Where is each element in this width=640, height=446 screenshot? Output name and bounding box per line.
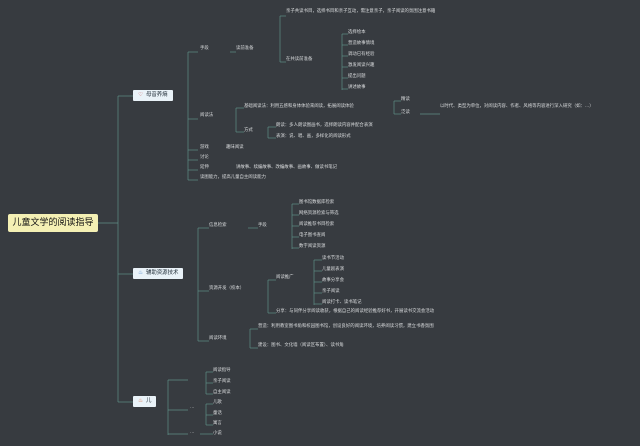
b1-g1-label[interactable]: 读前准备 — [236, 46, 254, 51]
b2-g1-item-3[interactable]: 电子图书查阅 — [299, 233, 326, 238]
b3-c3-label[interactable]: … — [190, 430, 195, 435]
b1-c6[interactable]: 读图能力，提高儿童自主阅读能力 — [200, 175, 266, 180]
b1-c5-note[interactable]: 讲故事、续编故事、改编故事、画故事、做读书笔记 — [236, 165, 337, 170]
b1-c2-fandu[interactable]: 泛读 — [401, 110, 410, 115]
b2-c2-item-1[interactable]: 儿童剧表演 — [322, 267, 344, 272]
b1-list-item-3[interactable]: 激发阅读兴趣 — [348, 63, 375, 68]
branch-2[interactable]: ♨辅助资源技术 — [133, 268, 184, 279]
b1-c2-fangshi-item-0[interactable]: 朗读：多人朗读图画书，选择朗读内容并配合表演 — [276, 123, 373, 128]
branch-2-label: 辅助资源技术 — [146, 270, 179, 276]
b2-g1-label[interactable]: 手段 — [258, 223, 267, 228]
b1-c4-label[interactable]: 讨论 — [200, 155, 209, 160]
b2-c3-text-1[interactable]: 营造：利用教室图书角和校园图书馆，创设良好的阅读环境，培养阅读习惯，建立书香氛围 — [258, 324, 434, 329]
b2-c3-label[interactable]: 阅读环境 — [209, 336, 227, 341]
b3-c1-item-2[interactable]: 自主阅读 — [213, 390, 231, 395]
b2-g1-item-4[interactable]: 数字阅读资源 — [299, 244, 326, 249]
b2-g1-item-1[interactable]: 网络资源检索与筛选 — [299, 211, 339, 216]
b1-c5-label[interactable]: 延伸 — [200, 165, 209, 170]
b3-c2-item-0[interactable]: 儿歌 — [213, 400, 222, 405]
b1-list-item-0[interactable]: 选择绘本 — [348, 30, 366, 35]
b1-list-item-1[interactable]: 营造故事情境 — [348, 41, 375, 46]
b3-c3-item-0[interactable]: 小说 — [213, 431, 222, 436]
b1-c2-fandu-note[interactable]: 以时代、类型为单位，对阅读内容、作者、风格等内容进行深入研究（如：…） — [440, 104, 594, 109]
b1-c1-label[interactable]: 手段 — [200, 46, 209, 51]
branch-1-label: 母音养熵 — [146, 92, 168, 98]
b3-c1-item-0[interactable]: 阅读指导 — [213, 368, 231, 373]
root-topic[interactable]: 儿童文学的阅读指导 — [8, 214, 98, 232]
fire-icon: ♨ — [138, 270, 143, 276]
b1-list-label[interactable]: 在共读前准备 — [286, 57, 313, 62]
b1-c3-note[interactable]: 趣味阅读 — [226, 145, 244, 150]
b2-c2-item-2[interactable]: 故事分享会 — [322, 278, 344, 283]
b1-c2-label[interactable]: 阅读法 — [200, 113, 214, 118]
b3-c2-label[interactable]: … — [190, 405, 195, 410]
b2-g1-item-0[interactable]: 图书馆数据库检索 — [299, 200, 335, 205]
b1-c3-label[interactable]: 游戏 — [200, 145, 209, 150]
b1-c2-jingdu[interactable]: 精读 — [401, 97, 410, 102]
heart-icon: ♡ — [138, 92, 143, 98]
b1-c2-fangshi-item-1[interactable]: 表演：说、唱、画，多样化的阅读形式 — [276, 134, 351, 139]
b2-c2-item-3[interactable]: 亲子阅读 — [322, 289, 340, 294]
b3-c1-item-1[interactable]: 亲子阅读 — [213, 379, 231, 384]
branch-3-label: 儿 — [146, 398, 152, 404]
b1-list-item-4[interactable]: 提出问题 — [348, 74, 366, 79]
b2-c2-item-4[interactable]: 阅读打卡、读书笔记 — [322, 300, 362, 305]
branch-1[interactable]: ♡母音养熵 — [133, 90, 173, 101]
b1-g1-note-1[interactable]: 亲子共读书目，选择书目和亲子互动，需注意亲子，亲子阅读的氛围注意书籍 — [286, 9, 436, 14]
b3-c2-item-2[interactable]: 寓言 — [213, 421, 222, 426]
b2-c2-label[interactable]: 资源开发（校本） — [209, 286, 245, 291]
branch-3[interactable]: ♨儿 — [133, 396, 157, 407]
b2-c1-label[interactable]: 信息检索 — [209, 223, 227, 228]
b2-c2-note[interactable]: 分享：与同伴分享阅读收获，根据自己的阅读经验推荐好书，开展读书交流会活动 — [276, 309, 435, 314]
b3-c2-item-1[interactable]: 童话 — [213, 411, 222, 416]
b1-list-item-5[interactable]: 讲述故事 — [348, 85, 366, 90]
b1-c2-fangshi[interactable]: 方式 — [244, 128, 253, 133]
b2-c3-text-2[interactable]: 建设：图书、文化墙（阅读区布置）、读书角 — [258, 343, 344, 348]
b1-c2-text-1[interactable]: 基础阅读法：利用五感和身体体验来阅读，拓展阅读体验 — [244, 104, 354, 109]
b1-list-item-2[interactable]: 调动已有经验 — [348, 52, 375, 57]
fire-icon: ♨ — [138, 398, 143, 404]
b2-c2-item-0[interactable]: 读书节活动 — [322, 256, 344, 261]
b2-c2-g1-label[interactable]: 阅读推广 — [276, 275, 294, 280]
b2-g1-item-2[interactable]: 阅读推荐书目检索 — [299, 222, 335, 227]
